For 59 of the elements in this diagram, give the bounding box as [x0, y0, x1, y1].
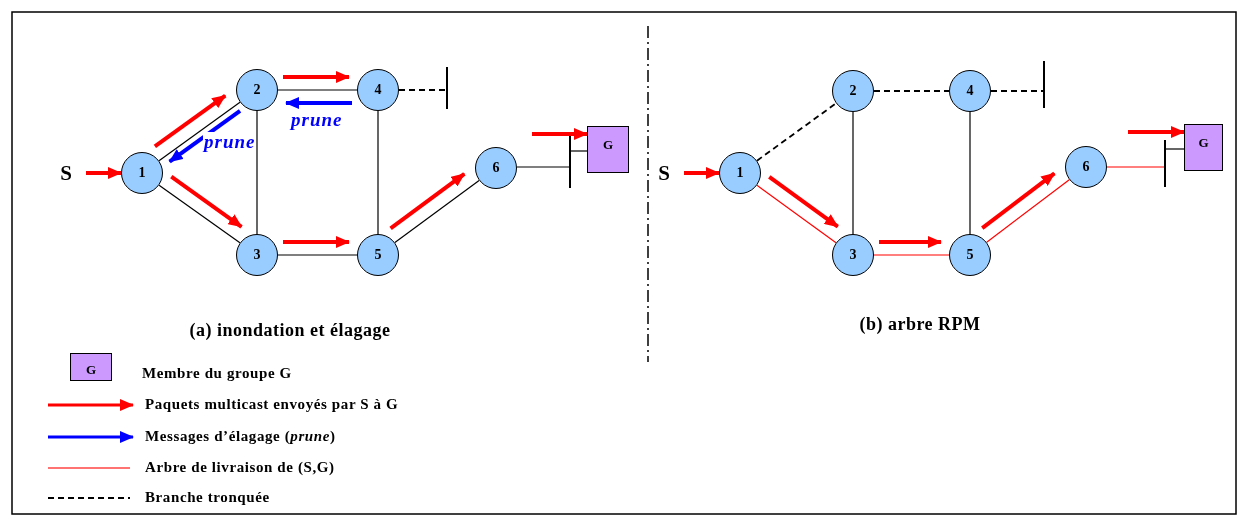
- panel-caption: (a) inondation et élagage: [189, 320, 391, 341]
- link-line: [256, 110, 258, 235]
- router-circle: 1: [121, 152, 163, 194]
- legend-swatch: G: [70, 353, 112, 381]
- pruned-branch-line: [398, 89, 447, 91]
- pruned-branch-line: [756, 102, 837, 162]
- arrow: [879, 236, 942, 248]
- router-circle: 3: [236, 234, 278, 276]
- legend-text: Paquets multicast envoyés par S à G: [145, 395, 399, 413]
- link-line: [377, 110, 379, 235]
- legend-text: Membre du groupe G: [142, 364, 292, 382]
- link-line: [570, 150, 588, 152]
- router-circle: 2: [832, 70, 874, 112]
- link-line: [277, 89, 358, 91]
- legend-text: Messages d’élagage (prune): [145, 427, 336, 445]
- arrow: [285, 97, 352, 109]
- pruned-branch-line: [990, 90, 1044, 92]
- arrow: [389, 172, 466, 230]
- router-circle: 2: [236, 69, 278, 111]
- router-circle: 3: [832, 234, 874, 276]
- router-circle: 4: [949, 70, 991, 112]
- legend-text: Arbre de livraison de (S,G): [145, 458, 335, 476]
- source-label: S: [56, 160, 76, 186]
- arrow: [168, 109, 242, 164]
- arrow: [86, 167, 122, 179]
- router-circle: 4: [357, 69, 399, 111]
- arrow: [283, 71, 350, 83]
- group-member-box: G: [1184, 124, 1223, 171]
- link-line: [986, 179, 1070, 243]
- link-line: [873, 254, 950, 256]
- link-line: [756, 184, 837, 244]
- arrow: [684, 167, 720, 179]
- arrow: [532, 128, 588, 140]
- source-label: S: [654, 160, 674, 186]
- legend-text: Branche tronquée: [145, 488, 270, 506]
- router-circle: 5: [949, 234, 991, 276]
- link-line: [852, 111, 854, 235]
- router-circle: 6: [475, 147, 517, 189]
- link-line: [969, 111, 971, 235]
- link-line: [1165, 148, 1185, 150]
- link-line: [277, 254, 358, 256]
- arrow: [283, 236, 350, 248]
- group-member-box: G: [587, 126, 629, 173]
- link-line: [1106, 166, 1165, 168]
- router-circle: 5: [357, 234, 399, 276]
- panel-caption: (b) arbre RPM: [859, 314, 981, 335]
- pruned-branch-line: [873, 90, 950, 92]
- arrow: [768, 175, 839, 229]
- arrow: [170, 175, 243, 229]
- arrow: [153, 94, 227, 149]
- router-circle: 1: [719, 152, 761, 194]
- router-circle: 6: [1065, 146, 1107, 188]
- link-line: [394, 179, 480, 244]
- arrow: [1128, 126, 1185, 138]
- arrow: [981, 171, 1056, 230]
- link-line: [516, 166, 570, 168]
- link-line: [158, 101, 241, 162]
- link-line: [158, 184, 241, 244]
- edge-label: prune: [203, 132, 257, 151]
